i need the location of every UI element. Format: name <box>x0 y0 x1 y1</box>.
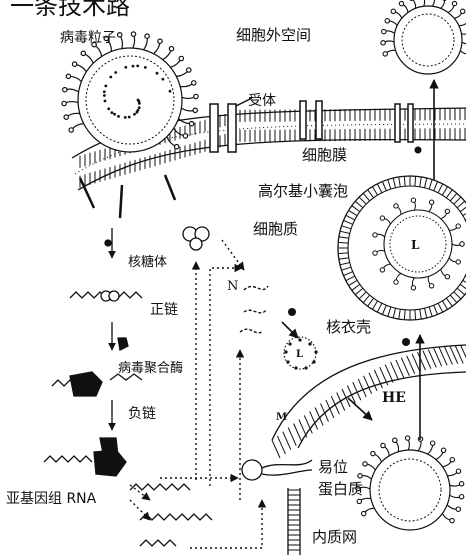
header-fragment: 一条技术路 <box>10 0 130 20</box>
he-label: HE <box>382 390 406 406</box>
ribosome-icon <box>182 226 210 251</box>
translocation-protein <box>241 459 313 481</box>
dotted-arrows <box>129 239 267 549</box>
golgi-l-label: L <box>411 238 420 252</box>
cell-membrane-label: 细胞膜 <box>302 146 347 164</box>
nucleocapsid-l <box>283 336 317 370</box>
positive-strand-label: 正链 <box>150 302 178 318</box>
nucleocapsid-cluster <box>284 338 318 370</box>
translocation-protein-label-1: 易位 <box>318 458 348 476</box>
nucleocapsid-label: 核衣壳 <box>326 318 371 336</box>
virus-particle-label: 病毒粒子 <box>60 30 116 46</box>
translation-pathway <box>43 228 213 547</box>
negative-strand-label: 负链 <box>128 406 156 422</box>
n-protein-label: N <box>227 279 238 294</box>
polymerase-label: 病毒聚合酶 <box>118 360 183 376</box>
nucleocapsid-l-label: L <box>296 349 303 360</box>
er-label: 内质网 <box>312 528 357 546</box>
cytoplasm-label: 细胞质 <box>253 220 298 238</box>
m-label: M <box>276 412 287 423</box>
receptor-pillars <box>209 97 414 153</box>
golgi-vesicle <box>337 175 466 321</box>
virus-particle-top-left <box>61 31 199 153</box>
subgenomic-rna-label: 亚基因组 RNA <box>6 490 97 507</box>
translocation-protein-label-2: 蛋白质 <box>318 480 363 498</box>
er-band <box>271 344 466 555</box>
n-protein-fragments <box>239 285 269 334</box>
extracellular-space-label: 细胞外空间 <box>236 26 311 44</box>
released-virus-top-right <box>380 0 466 75</box>
golgi-vesicle-label: 高尔基小囊泡 <box>258 182 348 200</box>
receptor-label: 受体 <box>248 93 276 109</box>
ribosome-label: 核糖体 <box>128 254 167 270</box>
budding-virus-bottom-right <box>355 435 465 531</box>
